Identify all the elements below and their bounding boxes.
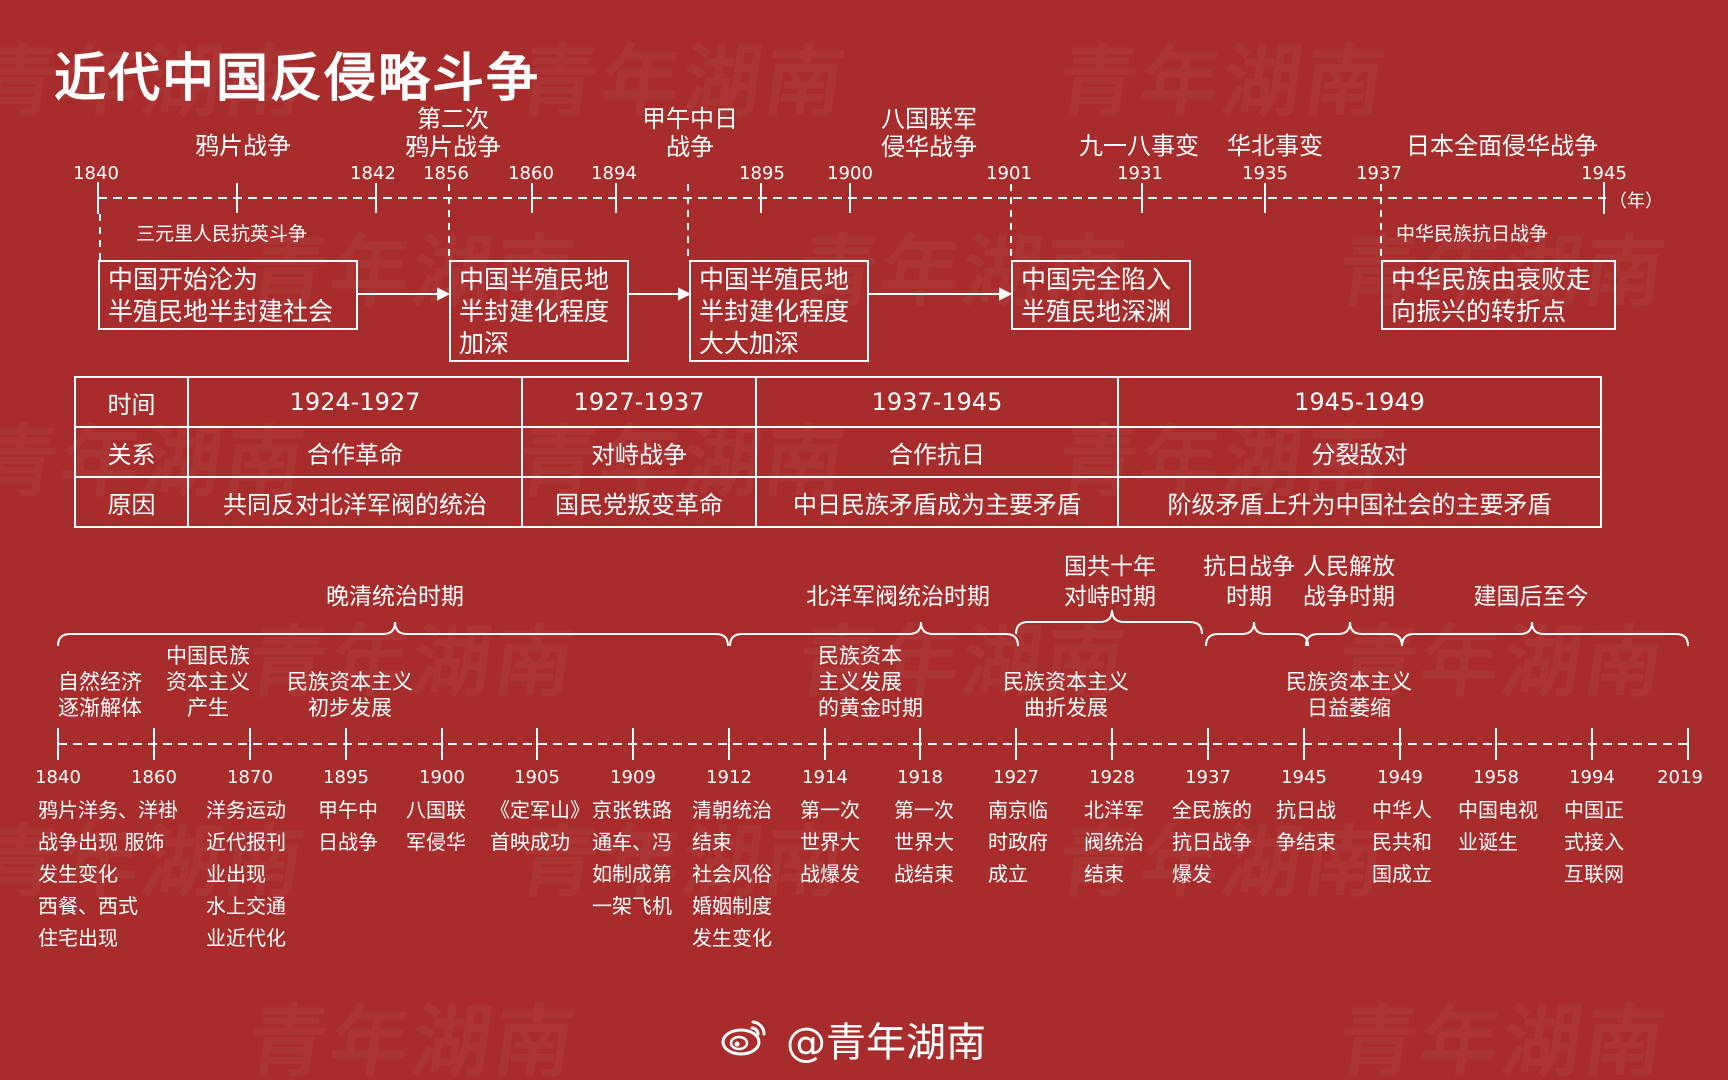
- table-row: 关系 合作革命 对峙战争 合作抗日 分裂敌对: [74, 426, 1602, 478]
- table-cell: 共同反对北洋军阀的统治: [187, 476, 523, 528]
- era-label: 人民解放 战争时期: [1303, 554, 1395, 610]
- event-description: 鸦片洋务、洋褂 战争出现 服饰 发生变化 西餐、西式 住宅出现: [38, 798, 178, 950]
- bottom-year-label: 1860: [131, 767, 177, 788]
- top-year-label: 1856: [423, 163, 469, 184]
- top-event-label: 华北事变: [1227, 132, 1323, 160]
- bottom-year-label: 1994: [1569, 767, 1615, 788]
- capitalism-note: 中国民族 资本主义 产生: [166, 644, 250, 720]
- footer-brand: @青年湖南: [786, 1020, 986, 1066]
- era-label: 国共十年 对峙时期: [1064, 554, 1156, 610]
- event-description: 南京临 时政府 成立: [988, 798, 1048, 886]
- table-cell: 国民党叛变革命: [521, 476, 757, 528]
- event-description: 京张铁路 通车、冯 如制成第 一架飞机: [592, 798, 672, 918]
- table-cell: 合作革命: [187, 426, 523, 478]
- table-cell: 1937-1945: [755, 376, 1119, 428]
- bottom-year-label: 1840: [35, 767, 81, 788]
- top-year-label: 1842: [350, 163, 396, 184]
- bottom-year-label: 2019: [1657, 767, 1703, 788]
- top-event-label: 第二次 鸦片战争: [405, 105, 501, 161]
- sub-note: 三元里人民抗英斗争: [136, 223, 308, 245]
- bottom-year-label: 1900: [419, 767, 465, 788]
- capitalism-note: 自然经济 逐渐解体: [58, 670, 142, 720]
- event-description: 全民族的 抗日战争 爆发: [1172, 798, 1252, 886]
- table-cell: 中日民族矛盾成为主要矛盾: [755, 476, 1119, 528]
- table-cell: 分裂敌对: [1117, 426, 1602, 478]
- capitalism-note: 民族资本主义 初步发展: [287, 670, 413, 720]
- sub-note: 中华民族抗日战争: [1396, 223, 1549, 245]
- event-description: 八国联 军侵华: [406, 798, 466, 854]
- top-year-label: 1901: [986, 163, 1032, 184]
- axis-unit-label: （年）: [1609, 191, 1663, 212]
- top-year-label: 1900: [827, 163, 873, 184]
- stage-box: 中华民族由衰败走 向振兴的转折点: [1381, 260, 1616, 330]
- capitalism-note: 民族资本主义 日益萎缩: [1286, 670, 1412, 720]
- era-label: 晚清统治时期: [326, 584, 464, 610]
- stage-box: 中国开始沦为 半殖民地半封建社会: [98, 260, 358, 330]
- bottom-year-label: 1895: [323, 767, 369, 788]
- event-description: 洋务运动 近代报刊 业出现 水上交通 业近代化: [206, 798, 286, 950]
- table-cell: 1945-1949: [1117, 376, 1602, 428]
- top-year-label: 1945: [1581, 163, 1627, 184]
- weibo-icon: [721, 1020, 766, 1056]
- era-label: 抗日战争 时期: [1203, 554, 1295, 610]
- kmt-cpc-relations-table: 时间 1924-1927 1927-1937 1937-1945 1945-19…: [74, 376, 1602, 528]
- event-description: 第一次 世界大 战结束: [894, 798, 954, 886]
- event-description: 北洋军 阀统治 结束: [1084, 798, 1144, 886]
- bottom-year-label: 1949: [1377, 767, 1423, 788]
- stage-box: 中国半殖民地 半封建化程度 大大加深: [689, 260, 869, 362]
- stage-box: 中国半殖民地 半封建化程度 加深: [449, 260, 629, 362]
- bottom-year-label: 1905: [514, 767, 560, 788]
- bottom-year-label: 1928: [1089, 767, 1135, 788]
- event-description: 清朝统治 结束 社会风俗 婚姻制度 发生变化: [692, 798, 772, 950]
- event-description: 中华人 民共和 国成立: [1372, 798, 1432, 886]
- top-year-label: 1937: [1356, 163, 1402, 184]
- bottom-year-label: 1909: [610, 767, 656, 788]
- stage-box: 中国完全陷入 半殖民地深渊: [1011, 260, 1191, 330]
- event-description: 第一次 世界大 战爆发: [800, 798, 860, 886]
- bottom-year-label: 1914: [802, 767, 848, 788]
- event-description: 抗日战 争结束: [1276, 798, 1336, 854]
- table-cell: 合作抗日: [755, 426, 1119, 478]
- top-event-label: 日本全面侵华战争: [1406, 132, 1598, 160]
- table-cell: 对峙战争: [521, 426, 757, 478]
- capitalism-note: 民族资本主义 曲折发展: [1003, 670, 1129, 720]
- era-label: 北洋军阀统治时期: [806, 584, 990, 610]
- top-year-label: 1935: [1242, 163, 1288, 184]
- row-header: 关系: [74, 426, 189, 478]
- event-description: 《定军山》 首映成功: [490, 798, 590, 854]
- page-title: 近代中国反侵略斗争: [54, 49, 541, 109]
- top-year-label: 1894: [591, 163, 637, 184]
- top-event-label: 鸦片战争: [195, 132, 291, 160]
- row-header: 时间: [74, 376, 189, 428]
- row-header: 原因: [74, 476, 189, 528]
- table-cell: 1924-1927: [187, 376, 523, 428]
- bottom-year-label: 1912: [706, 767, 752, 788]
- top-year-label: 1840: [73, 163, 119, 184]
- capitalism-note: 民族资本 主义发展 的黄金时期: [818, 644, 923, 720]
- table-row: 原因 共同反对北洋军阀的统治 国民党叛变革命 中日民族矛盾成为主要矛盾 阶级矛盾…: [74, 476, 1602, 528]
- bottom-year-label: 1927: [993, 767, 1039, 788]
- top-event-label: 九一八事变: [1079, 132, 1199, 160]
- era-label: 建国后至今: [1473, 584, 1589, 610]
- bottom-year-label: 1945: [1281, 767, 1327, 788]
- table-row: 时间 1924-1927 1927-1937 1937-1945 1945-19…: [74, 376, 1602, 428]
- event-description: 中国电视 业诞生: [1458, 798, 1538, 854]
- top-event-label: 八国联军 侵华战争: [881, 105, 977, 161]
- table-cell: 阶级矛盾上升为中国社会的主要矛盾: [1117, 476, 1602, 528]
- top-year-label: 1931: [1117, 163, 1163, 184]
- bottom-year-label: 1918: [897, 767, 943, 788]
- bottom-year-label: 1937: [1185, 767, 1231, 788]
- top-event-label: 甲午中日 战争: [642, 105, 738, 161]
- top-year-label: 1895: [739, 163, 785, 184]
- event-description: 中国正 式接入 互联网: [1564, 798, 1624, 886]
- table-cell: 1927-1937: [521, 376, 757, 428]
- event-description: 甲午中 日战争: [318, 798, 378, 854]
- bottom-year-label: 1958: [1473, 767, 1519, 788]
- top-year-label: 1860: [508, 163, 554, 184]
- bottom-year-label: 1870: [227, 767, 273, 788]
